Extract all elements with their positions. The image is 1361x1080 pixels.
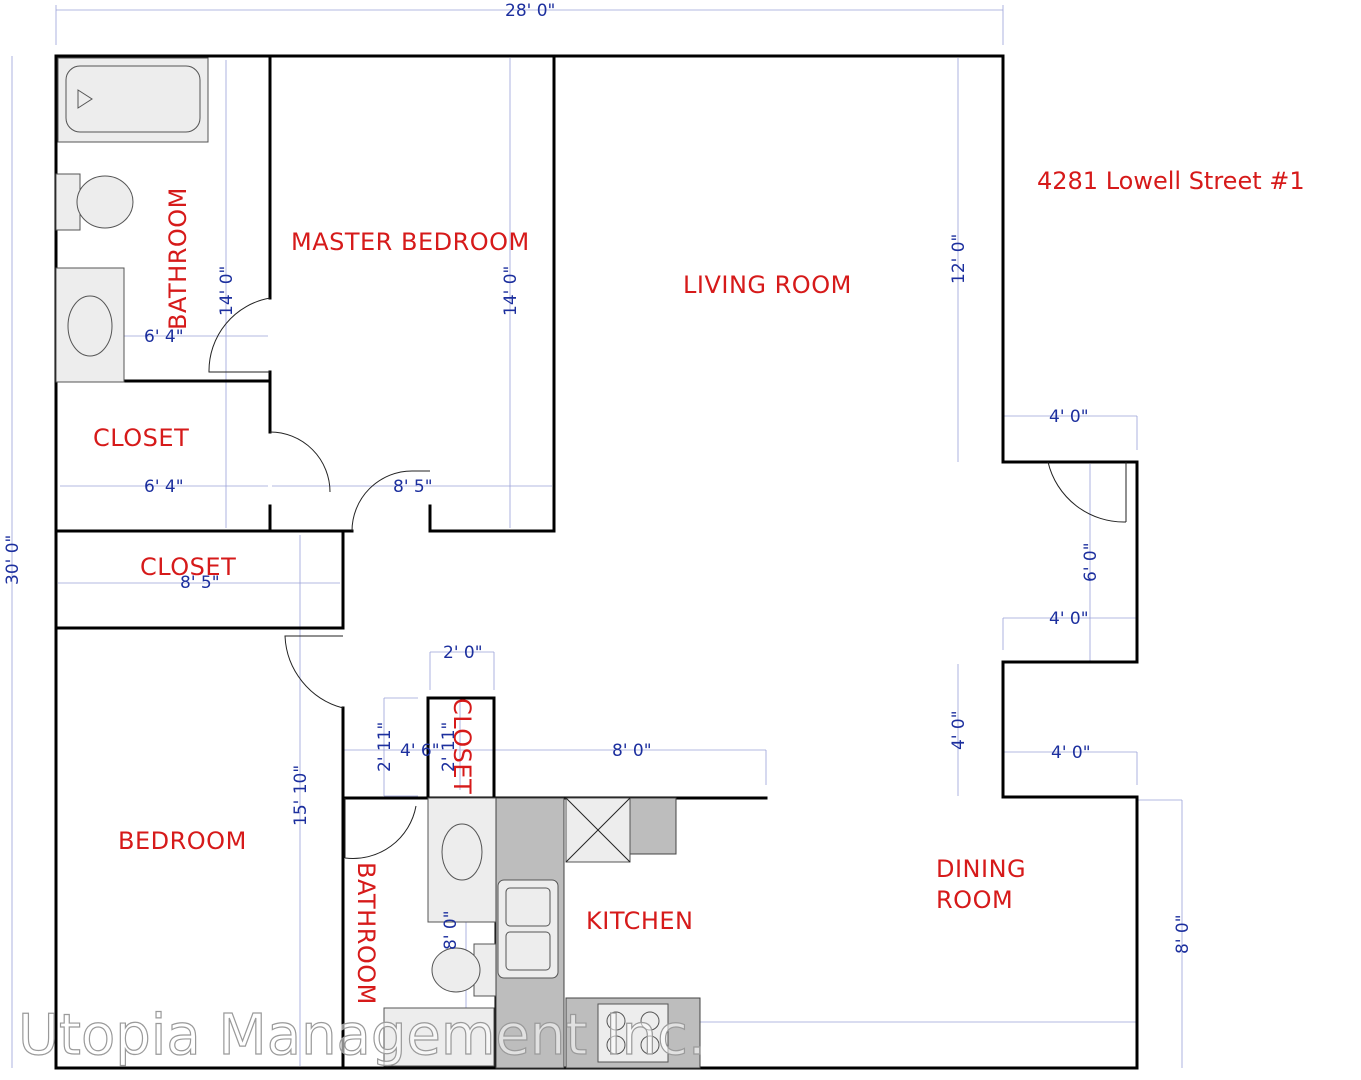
dim-dining-bump-height: 4' 0" bbox=[949, 710, 969, 750]
dim-living-height: 12' 0" bbox=[949, 234, 969, 284]
room-label-living-room: LIVING ROOM bbox=[683, 271, 852, 299]
room-label-dining-line1: DINING bbox=[936, 855, 1026, 883]
room-label-closet-small: CLOSET bbox=[448, 698, 476, 794]
dim-small-closet-height: 2' 11" bbox=[375, 722, 395, 772]
dim-closet-2-width: 8' 5" bbox=[180, 573, 220, 593]
dim-master-closet-width: 8' 5" bbox=[393, 477, 433, 497]
room-label-dining-line2: ROOM bbox=[936, 886, 1013, 914]
toilet-top bbox=[55, 173, 81, 231]
sink-top bbox=[55, 267, 125, 383]
room-label-bathroom-bottom: BATHROOM bbox=[352, 862, 380, 1005]
dim-hall-width: 4' 6" bbox=[400, 741, 440, 761]
room-label-bedroom: BEDROOM bbox=[118, 827, 247, 855]
dim-dining-bump-width: 4' 0" bbox=[1051, 743, 1091, 763]
room-label-closet-1: CLOSET bbox=[93, 424, 189, 452]
room-label-bathroom-top: BATHROOM bbox=[164, 187, 192, 330]
dim-bath-bottom-depth: 2' 11" bbox=[439, 722, 459, 772]
dim-bath-bottom-height: 8' 0" bbox=[441, 910, 461, 950]
watermark: Utopia Management Inc. bbox=[18, 1003, 706, 1068]
dim-bedroom-height: 15' 10" bbox=[291, 765, 311, 826]
dim-master-height: 14' 0" bbox=[501, 266, 521, 316]
dim-dining-height: 8' 0" bbox=[1173, 914, 1193, 954]
address-label: 4281 Lowell Street #1 bbox=[1037, 167, 1305, 195]
dim-overall-width: 28' 0" bbox=[505, 1, 555, 21]
dim-bath-top-height: 14' 0" bbox=[217, 266, 237, 316]
doors bbox=[208, 297, 1127, 859]
room-label-master-bedroom: MASTER BEDROOM bbox=[291, 228, 530, 256]
dim-bump-height: 6' 0" bbox=[1081, 542, 1101, 582]
dimension-labels: 28' 0" 30' 0" 6' 4" 14' 0" 14' 0" 6' 4" … bbox=[3, 1, 1193, 954]
dim-small-closet-width: 2' 0" bbox=[443, 643, 483, 663]
dim-bump-top-width: 4' 0" bbox=[1049, 407, 1089, 427]
fixtures bbox=[55, 57, 701, 1069]
walls bbox=[54, 54, 1139, 1070]
room-label-closet-2: CLOSET bbox=[140, 553, 236, 581]
room-labels: BATHROOM MASTER BEDROOM LIVING ROOM CLOS… bbox=[93, 187, 1026, 1005]
dim-closet-1-width: 6' 4" bbox=[144, 477, 184, 497]
dim-bump-bottom-width: 4' 0" bbox=[1049, 609, 1089, 629]
bathtub-bottom bbox=[383, 1007, 495, 1067]
dim-overall-height: 30' 0" bbox=[3, 535, 23, 585]
dim-bath-top-width: 6' 4" bbox=[144, 327, 184, 347]
dim-kitchen-width: 8' 0" bbox=[612, 741, 652, 761]
room-label-kitchen: KITCHEN bbox=[586, 907, 694, 935]
